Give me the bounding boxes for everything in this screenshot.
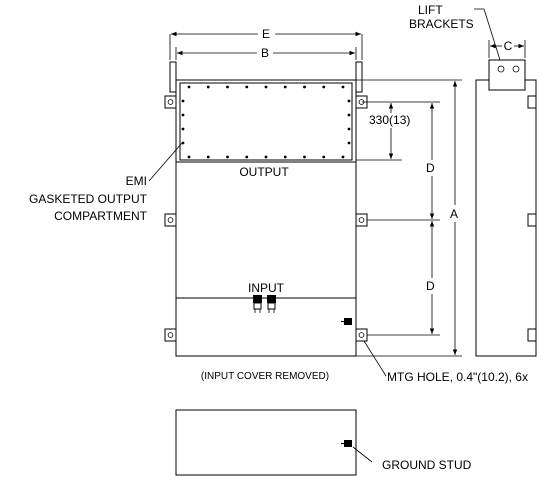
panel-screw — [347, 113, 351, 117]
panel-screw — [303, 85, 306, 89]
panel-screw — [206, 85, 210, 89]
mounting-tabs — [164, 95, 368, 342]
panel-screw — [303, 155, 306, 159]
ground-stud-bottom — [341, 440, 352, 447]
side-view — [475, 59, 537, 357]
side-lift-bracket — [488, 59, 526, 91]
output-label: OUTPUT — [239, 165, 289, 179]
lift-brackets-label-1: LIFT — [418, 3, 443, 17]
emi-label-3: COMPARTMENT — [54, 209, 148, 223]
panel-screw — [187, 85, 191, 89]
side-mounting-tabs — [527, 95, 537, 342]
panel-screw — [347, 127, 351, 131]
dimension-vertical-group: 330(13) D D A — [356, 79, 462, 357]
panel-screw — [322, 155, 326, 159]
dim-e-label: E — [262, 27, 270, 41]
panel-screw — [181, 141, 185, 145]
bottom-enclosure-outline — [175, 409, 357, 476]
panel-screw — [283, 155, 287, 159]
lift-brackets-callout: LIFT BRACKETS — [409, 3, 501, 61]
dim-b-label: B — [261, 46, 269, 60]
ground-stud-front — [341, 318, 352, 325]
panel-screw — [264, 155, 268, 159]
panel-screw — [347, 99, 351, 103]
lift-brackets-label-2: BRACKETS — [409, 17, 474, 31]
panel-screw — [181, 127, 185, 131]
emi-callout: EMI GASKETED OUTPUT COMPARTMENT — [29, 142, 183, 223]
panel-screw — [341, 85, 345, 89]
panel-screw — [347, 141, 351, 145]
side-bracket-hole-left — [497, 65, 505, 73]
lift-bracket-right — [355, 61, 363, 93]
panel-screw — [264, 85, 268, 89]
panel-screw — [341, 155, 345, 159]
side-bracket-hole-right — [512, 65, 520, 73]
panel-screw — [322, 85, 326, 89]
bottom-view: GROUND STUD — [175, 409, 472, 476]
panel-screw — [187, 155, 191, 159]
dim-330-label: 330(13) — [369, 113, 410, 127]
dim-d-upper-label: D — [426, 161, 435, 175]
emi-label-2: GASKETED OUTPUT — [29, 192, 148, 206]
emi-label-1: EMI — [126, 174, 147, 188]
dimension-e: E — [169, 27, 363, 60]
dim-d-lower-label: D — [426, 279, 435, 293]
input-cover-note: (INPUT COVER REMOVED) — [201, 371, 329, 382]
panel-screw — [181, 113, 185, 117]
side-enclosure-outline — [475, 79, 537, 357]
input-label: INPUT — [248, 281, 285, 295]
input-terminals — [253, 295, 276, 313]
front-view — [164, 61, 368, 357]
front-enclosure-outline — [175, 79, 357, 357]
output-panel — [179, 82, 353, 161]
panel-screw — [245, 155, 249, 159]
dim-c-label: C — [504, 39, 513, 53]
ground-stud-label: GROUND STUD — [382, 458, 472, 472]
panel-screw — [206, 155, 210, 159]
dim-a-label: A — [450, 207, 458, 221]
dimension-b: B — [175, 46, 357, 60]
panel-screw — [181, 99, 185, 103]
output-panel-screws — [181, 85, 351, 159]
panel-screw — [245, 85, 249, 89]
panel-screw — [226, 155, 229, 159]
mtg-hole-callout: MTG HOLE, 0.4"(10.2), 6x — [363, 340, 528, 384]
lift-bracket-left — [169, 61, 177, 93]
mtg-hole-label: MTG HOLE, 0.4"(10.2), 6x — [387, 370, 528, 384]
panel-screw — [226, 85, 229, 89]
panel-screw — [283, 85, 287, 89]
